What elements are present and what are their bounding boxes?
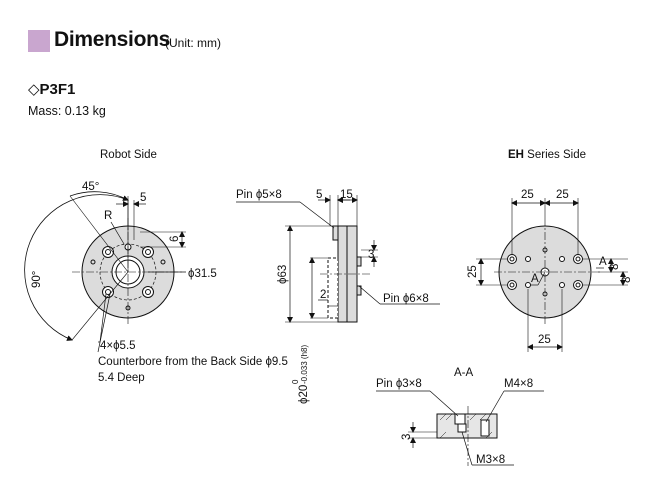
- eh-dim-left: 25: [467, 265, 479, 278]
- angle-90-label: 90°: [31, 271, 43, 288]
- section-a-label-right: A: [599, 256, 607, 268]
- pin-5-label: Pin ϕ5×8: [236, 189, 282, 201]
- dim-6-label: 6: [169, 236, 181, 242]
- eh-dim-8b: 8: [621, 277, 633, 283]
- side-dim-3-label: 3: [368, 249, 374, 261]
- diamond-icon: ◇: [28, 81, 40, 98]
- section-view: [376, 390, 544, 466]
- title-marker-icon: [28, 30, 50, 52]
- tol-lower-label: -0.033 (h8): [300, 345, 309, 384]
- side-dim-2-label: 2: [320, 289, 326, 301]
- eh-tapped-holes: [507, 247, 583, 297]
- dia-31-5-label: ϕ31.5: [188, 268, 217, 280]
- angle-45-arc: [69, 191, 129, 201]
- side-dim-15-label: 15: [340, 189, 353, 201]
- r-label: R: [104, 210, 112, 222]
- side-dim-5-label: 5: [316, 189, 322, 201]
- side-view-labels: Pin ϕ5×8 5 15 3 ϕ63 2 Pin ϕ6×8 ϕ20 0 -0.…: [236, 189, 429, 404]
- robot-side-view: Robot Side: [24, 149, 186, 353]
- model-name: ◇P3F1: [28, 80, 75, 98]
- m3-label: M3×8: [476, 454, 505, 466]
- section-aa-label: A-A: [454, 367, 474, 379]
- angle-45-label: 45°: [82, 181, 99, 193]
- page-title: Dimensions: [54, 28, 171, 51]
- robot-side-labels: 45° 90° 5 R 6 ϕ31.5 4×ϕ5.5 Counterbore f…: [31, 181, 288, 384]
- holes-label: 4×ϕ5.5: [100, 340, 136, 352]
- model-code: P3F1: [39, 81, 76, 98]
- section-a-label-left: A: [531, 273, 539, 285]
- unit-label: (Unit: mm): [165, 36, 221, 50]
- spigot: [327, 257, 339, 319]
- dia-20-label: ϕ20: [298, 385, 310, 404]
- side-view: [236, 195, 440, 323]
- dim-5-label: 5: [140, 192, 146, 204]
- eh-side-labels: 25 25 25 25 8 8 A A: [467, 189, 633, 346]
- eh-dim-8a: 8: [609, 264, 621, 270]
- mass-label: Mass: 0.13 kg: [28, 104, 106, 118]
- m4-thread: [480, 419, 490, 437]
- eh-dim-bottom: 25: [538, 334, 551, 346]
- dim-63-label: ϕ63: [277, 265, 289, 284]
- small-hole-right: [160, 259, 166, 265]
- pin-6-stub: [356, 256, 362, 267]
- section-labels: A-A Pin ϕ3×8 M4×8 M3×8 3: [376, 367, 533, 466]
- m4-label: M4×8: [504, 378, 533, 390]
- section-dim-3: 3: [401, 434, 413, 440]
- eh-side-label: EH Series Side: [508, 149, 586, 161]
- robot-side-label: Robot Side: [100, 149, 157, 161]
- eh-dim-top-right: 25: [556, 189, 569, 201]
- tol-upper-label: 0: [291, 379, 300, 384]
- depth-label: 5.4 Deep: [98, 372, 145, 384]
- counterbore-label: Counterbore from the Back Side ϕ9.5: [98, 356, 288, 368]
- pin-6-label: Pin ϕ6×8: [383, 293, 429, 305]
- pin-3-label: Pin ϕ3×8: [376, 378, 422, 390]
- angle-90-arc: [24, 194, 129, 341]
- pin-3-hole: [454, 413, 466, 425]
- eh-side-view: EH Series Side: [476, 149, 628, 352]
- eh-dim-top-left: 25: [521, 189, 534, 201]
- m3-thread: [457, 423, 467, 433]
